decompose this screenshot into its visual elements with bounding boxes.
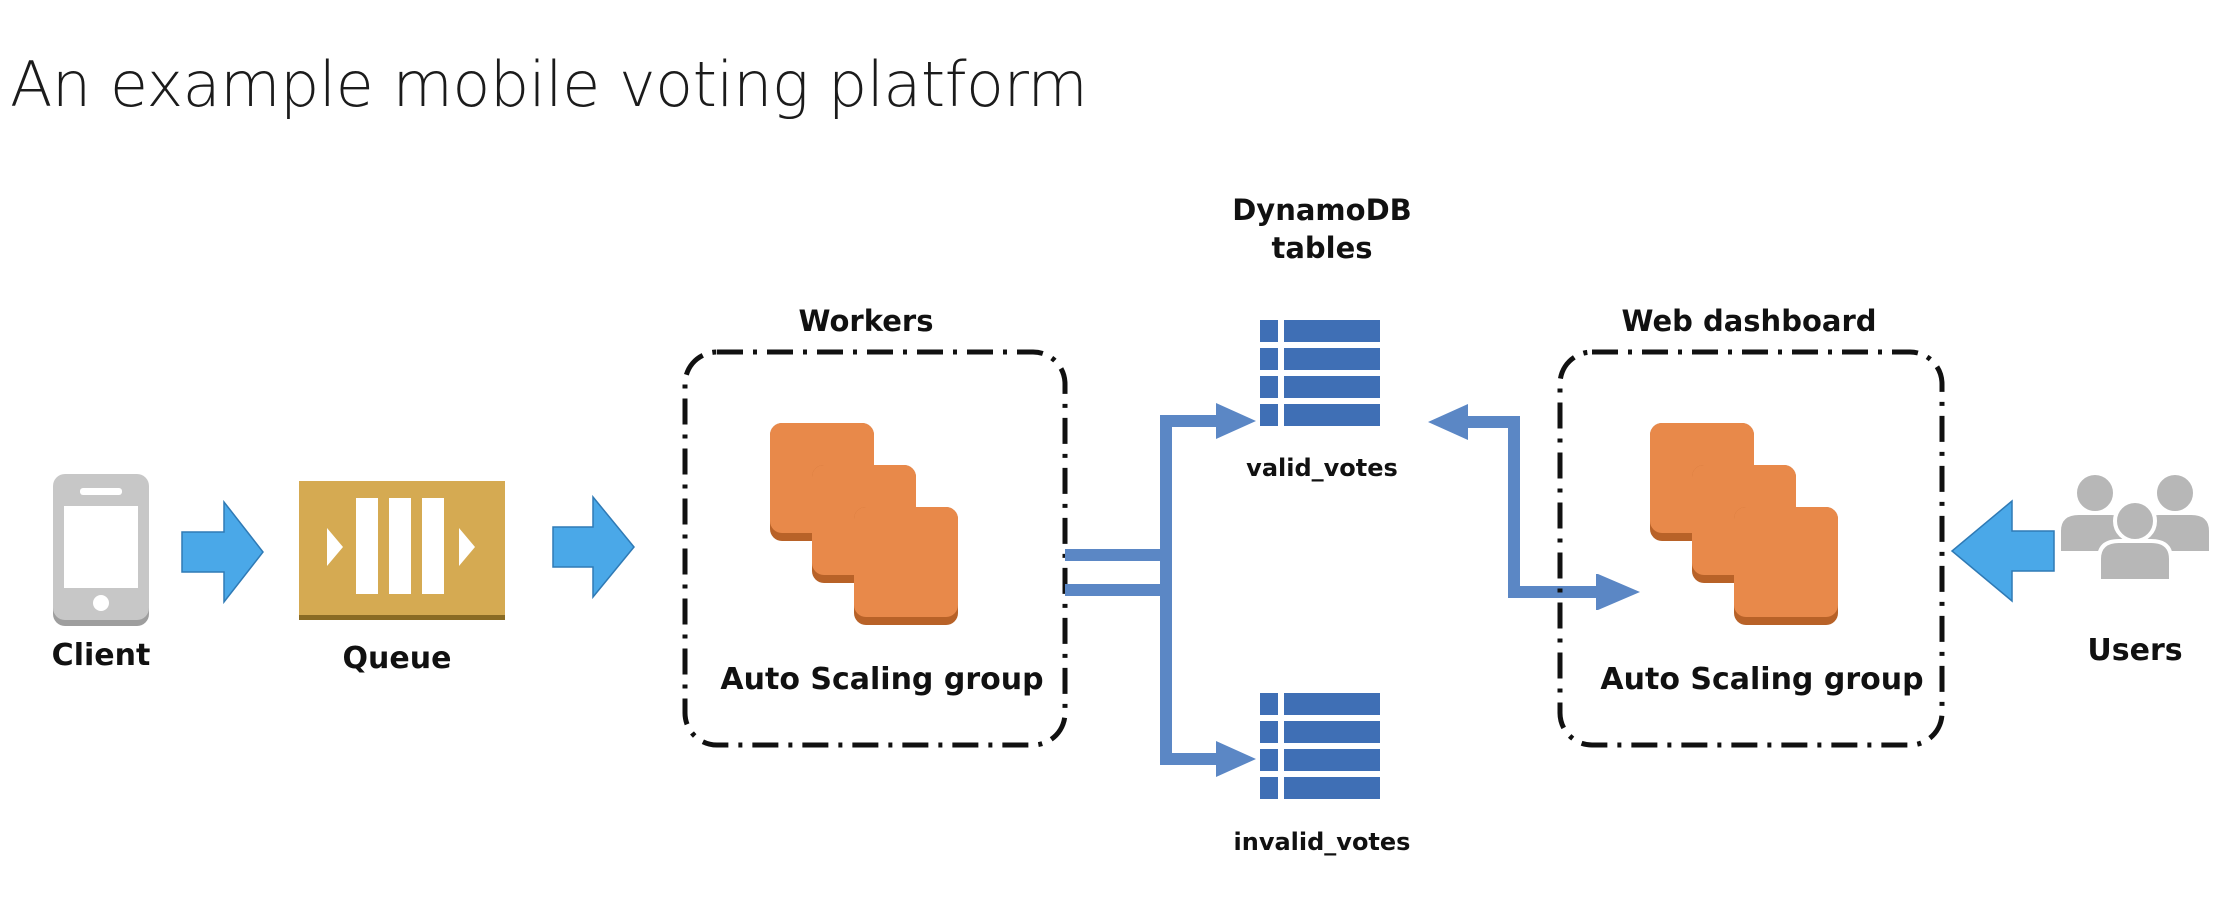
- workers-group-label: Workers: [799, 304, 934, 338]
- page-title: An example mobile voting platform: [10, 48, 1088, 121]
- workers-asg-label: Auto Scaling group: [720, 662, 1043, 697]
- arrow-queue-to-workers: [552, 494, 635, 600]
- dynamodb-table-icon: [1260, 320, 1380, 426]
- message-queue-icon: [299, 481, 505, 620]
- users-group-icon: [2057, 471, 2213, 583]
- dashboard-group-boundary: [1557, 349, 1945, 748]
- arrow-client-to-queue: [181, 499, 264, 605]
- valid-votes-label: valid_votes: [1246, 454, 1398, 482]
- dynamodb-heading-line1: DynamoDB: [1232, 193, 1412, 227]
- client-label: Client: [52, 638, 151, 673]
- connector-table-dashboard: [1428, 404, 1640, 610]
- dashboard-asg-label: Auto Scaling group: [1600, 662, 1923, 697]
- workers-group-boundary: [682, 349, 1068, 748]
- dynamodb-table-icon: [1260, 693, 1380, 799]
- arrow-users-to-dashboard: [1950, 499, 2055, 603]
- invalid-votes-label: invalid_votes: [1234, 828, 1411, 856]
- dashboard-group-label: Web dashboard: [1621, 304, 1876, 338]
- dynamodb-heading-line2: tables: [1271, 231, 1372, 265]
- ec2-instances-icon: [1650, 423, 1838, 625]
- connector-workers-to-tables: [1065, 403, 1256, 777]
- ec2-instances-icon: [770, 423, 958, 625]
- queue-label: Queue: [343, 641, 452, 676]
- users-label: Users: [2087, 633, 2182, 668]
- mobile-phone-icon: [53, 474, 149, 626]
